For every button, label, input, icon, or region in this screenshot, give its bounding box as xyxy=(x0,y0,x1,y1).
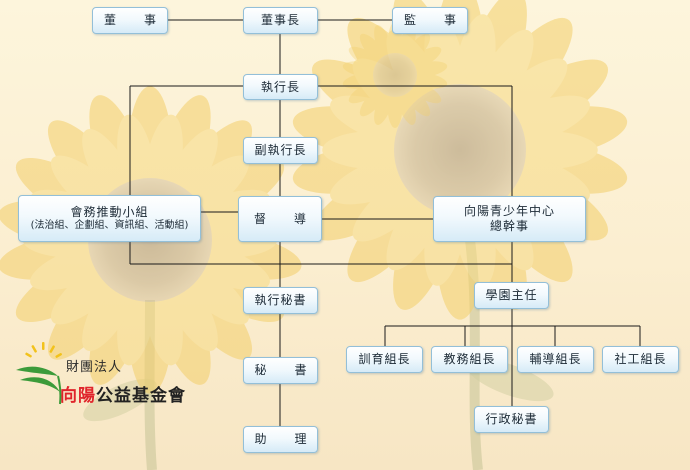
ceo-label: 執行長 xyxy=(260,79,300,94)
deputy-ceo-box: 副執行長 xyxy=(243,137,318,164)
youth-center-box: 向陽青少年中心 總幹事 xyxy=(433,196,586,242)
task-group-subtitle: (法治組、企劃組、資訊組、活動組) xyxy=(30,219,189,231)
sun-sprout-icon xyxy=(16,342,62,405)
counseling-leader-label: 輔導組長 xyxy=(529,352,582,366)
academy-director-box: 學園主任 xyxy=(474,282,549,309)
secretary-box: 秘 書 xyxy=(243,357,318,384)
supervisor-box: 監 事 xyxy=(392,7,468,34)
ceo-box: 執行長 xyxy=(243,74,318,100)
social-work-leader-label: 社工組長 xyxy=(614,352,667,366)
education-leader-label: 教務組長 xyxy=(443,352,496,366)
education-leader-box: 教務組長 xyxy=(431,346,508,373)
chairman-label: 董事長 xyxy=(260,13,300,27)
logo-subtitle: 財團法人 xyxy=(66,360,123,375)
academy-director-label: 學園主任 xyxy=(485,288,538,302)
youth-center-name: 向陽青少年中心 xyxy=(463,204,555,218)
counseling-leader-box: 輔導組長 xyxy=(517,346,594,373)
training-leader-label: 訓育組長 xyxy=(358,352,411,366)
logo-name: 向陽公益基金會 xyxy=(60,381,186,406)
logo-name-red: 向陽 xyxy=(60,386,96,406)
training-leader-box: 訓育組長 xyxy=(346,346,423,373)
exec-secretary-label: 執行秘書 xyxy=(254,293,307,307)
overseer-label: 督 導 xyxy=(253,211,314,226)
social-work-leader-box: 社工組長 xyxy=(602,346,679,373)
admin-secretary-label: 行政秘書 xyxy=(485,412,538,426)
admin-secretary-box: 行政秘書 xyxy=(474,406,549,433)
director-label: 董 事 xyxy=(103,13,164,27)
assistant-box: 助 理 xyxy=(243,426,318,453)
supervisor-label: 監 事 xyxy=(403,13,464,27)
assistant-label: 助 理 xyxy=(254,432,315,446)
overseer-box: 督 導 xyxy=(238,196,322,242)
task-group-box: 會務推動小組 (法治組、企劃組、資訊組、活動組) xyxy=(18,195,201,242)
youth-center-role: 總幹事 xyxy=(489,219,529,233)
foundation-logo: 財團法人 向陽公益基金會 xyxy=(14,340,214,410)
secretary-label: 秘 書 xyxy=(254,363,315,377)
deputy-ceo-label: 副執行長 xyxy=(254,143,307,157)
logo-name-dark: 公益基金會 xyxy=(96,386,186,406)
exec-secretary-box: 執行秘書 xyxy=(243,287,318,314)
chairman-box: 董事長 xyxy=(243,7,318,34)
director-box: 董 事 xyxy=(92,7,168,34)
task-group-title: 會務推動小組 xyxy=(70,204,149,219)
